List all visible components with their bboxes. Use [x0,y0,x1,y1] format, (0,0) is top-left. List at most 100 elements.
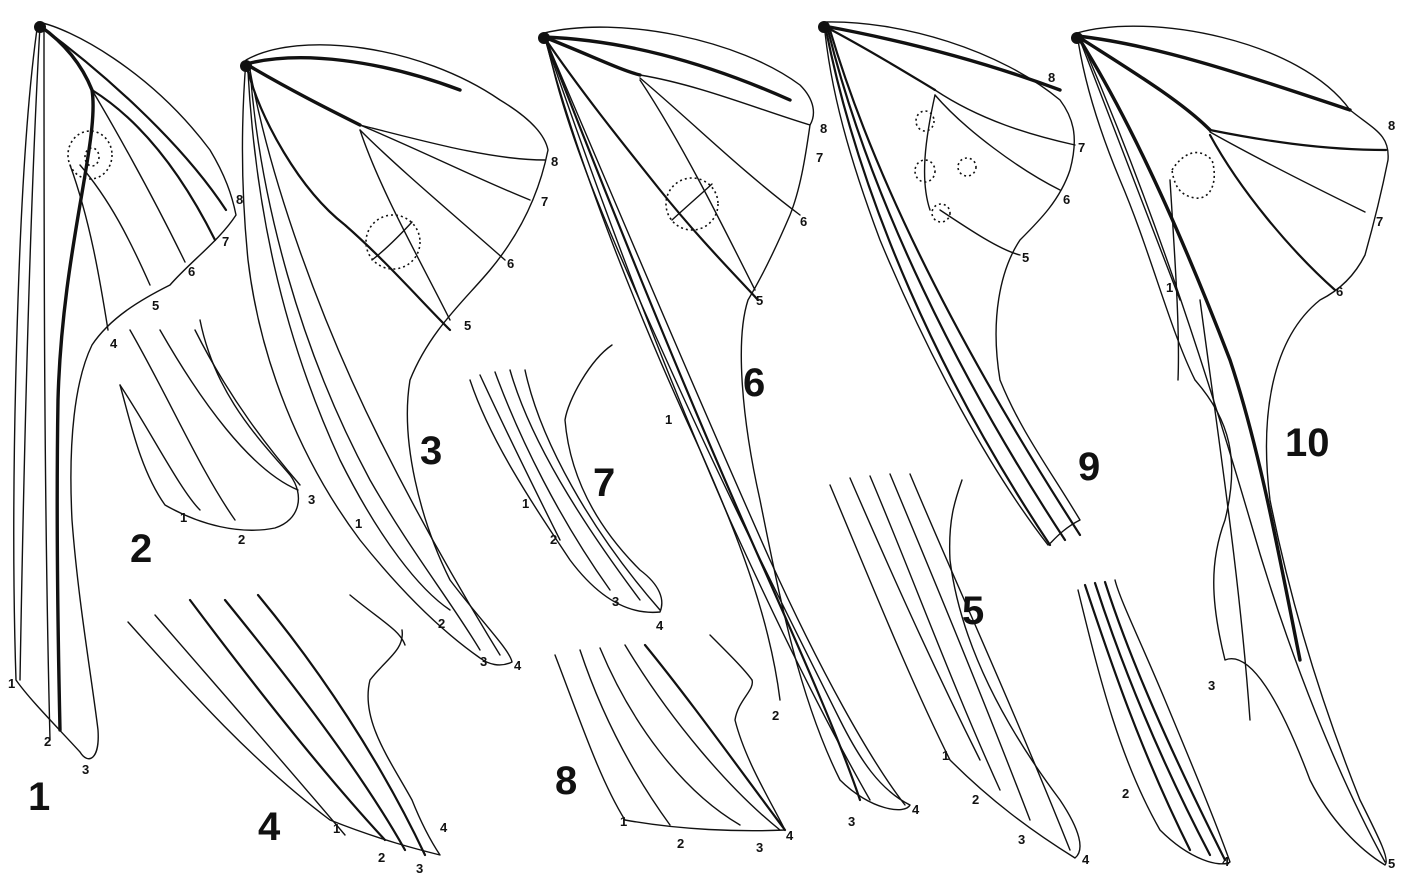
fig9-dotted-a [916,111,934,131]
fig6-vein-label-2: 2 [772,708,779,723]
fig4-vein-label-2: 2 [378,850,385,865]
fig-label-4: 4 [258,805,281,849]
fig5-vein-c [890,474,1030,820]
fig7-vein-label-4: 4 [656,618,664,633]
fig-label-9: 9 [1078,445,1100,489]
fig5-vein-label-2: 2 [972,792,979,807]
fig3-vein-costa [246,58,460,90]
fig1-vein-a [92,90,185,262]
fig9-vein-c [940,210,1020,255]
fig10-vein-d [1080,40,1180,300]
fig1-vein-label-7: 7 [222,234,229,249]
fig3-vein-label-7: 7 [541,194,548,209]
fig-label-7: 7 [593,461,615,505]
fig9-vein-label-5: 5 [1022,250,1029,265]
fig9-vein-e [826,30,1050,545]
fig3-vein-m [246,64,450,330]
fig5-vein-label-1: 1 [942,748,949,763]
fig3-cross-vein [372,222,412,260]
fig-label-2: 2 [130,527,152,571]
fig1-vein-d [20,26,40,680]
fig2-vein-label-1: 1 [180,510,187,525]
fig4-vein-label-4: 4 [440,820,448,835]
fig1-vein-label-3: 3 [82,762,89,777]
fig1-vein-label-4: 4 [110,336,118,351]
fig6-vein-label-6: 6 [800,214,807,229]
fig5-vein-b [870,476,1000,790]
fig1-vein-r [40,26,226,210]
fig1-vein-e [44,30,50,740]
fig3-vein-label-6: 6 [507,256,514,271]
fig8-vein-d [645,645,785,830]
fig4-vein-a [155,615,345,835]
fig10-vein-label-4: 4 [1222,854,1230,869]
figure-2-wing [120,320,300,530]
fig9-vein-label-7: 7 [1078,140,1085,155]
figure-10-wing [1071,26,1388,865]
fig2-vein-a [120,385,200,510]
fig9-vein-label-6: 6 [1063,192,1070,207]
fig9-vein-b [935,95,1060,190]
fig8-vein-label-3: 3 [756,840,763,855]
fig10-vein-label-5: 5 [1388,856,1395,871]
fig8-vein-label-4: 4 [786,828,794,843]
fig1-vein-label-6: 6 [188,264,195,279]
fig-label-6: 6 [743,361,765,405]
fig10-vein-c [1080,40,1300,660]
fig3-vein-b [360,125,530,200]
fig2-vein-label-2: 2 [238,532,245,547]
fig9-lower-vein-a [1085,585,1190,850]
fig4-vein-label-3: 3 [416,861,423,873]
figure-8-wing [555,635,785,831]
fig2-vein-c [160,330,298,490]
fig5-vein-label-3: 3 [1018,832,1025,847]
fig9-lower-outline [1078,580,1230,864]
fig-label-8: 8 [555,759,577,803]
fig5-vein-a [850,478,980,760]
fig9-vein-label-8: 8 [1048,70,1055,85]
fig2-vein-b [130,330,235,520]
fig9-dotted-c [958,158,976,176]
figure-4-wing [128,595,440,855]
fig10-vein-b [1210,135,1335,290]
fig3-vein-label-2: 2 [438,616,445,631]
fig1-vein-label-2: 2 [44,734,51,749]
fig6-vein-label-1: 1 [665,412,672,427]
fig3-vein-label-1: 1 [355,516,362,531]
fig3-vein-g [248,72,450,610]
fig-label-1: 1 [28,775,50,819]
figure-3-wing [240,45,548,665]
fig2-vein-d [195,330,300,485]
fig7-outline [470,345,662,612]
fig8-vein-b [600,648,740,825]
fig9-lower-vein-c [1105,582,1225,860]
fig10-vein-label-6: 6 [1336,284,1343,299]
fig10-dotted-cell [1172,153,1214,199]
fig1-vein-c [70,165,108,330]
fig4-vein-e [350,595,405,645]
fig2-vein-label-3: 3 [308,492,315,507]
fig2-outline [120,320,298,530]
fig7-vein-label-2: 2 [550,532,557,547]
fig6-vein-label-5: 5 [756,293,763,308]
fig9-dotted-d [932,204,950,222]
fig3-vein-label-3: 3 [480,654,487,669]
fig3-vein-label-8: 8 [551,154,558,169]
fig-label-10: 10 [1285,421,1330,465]
fig6-vein-label-8: 8 [820,121,827,136]
fig5-vein-label-4: 4 [1082,852,1090,867]
fig9-vein-costa [824,26,1060,90]
fig1-vein-label-8: 8 [236,192,243,207]
fig8-vein-a [580,650,670,825]
figure-7-wing [470,345,662,612]
fig7-vein-label-3: 3 [612,594,619,609]
fig8-vein-c [625,645,780,830]
fig3-vein-label-4: 4 [514,658,522,673]
figure-1-wing [14,21,236,759]
fig3-vein-c [360,130,505,260]
fig4-vein-label-1: 1 [333,821,340,836]
fig8-vein-label-2: 2 [677,836,684,851]
fig6-vein-label-3: 3 [848,814,855,829]
fig10-vein-label-8: 8 [1388,118,1395,133]
